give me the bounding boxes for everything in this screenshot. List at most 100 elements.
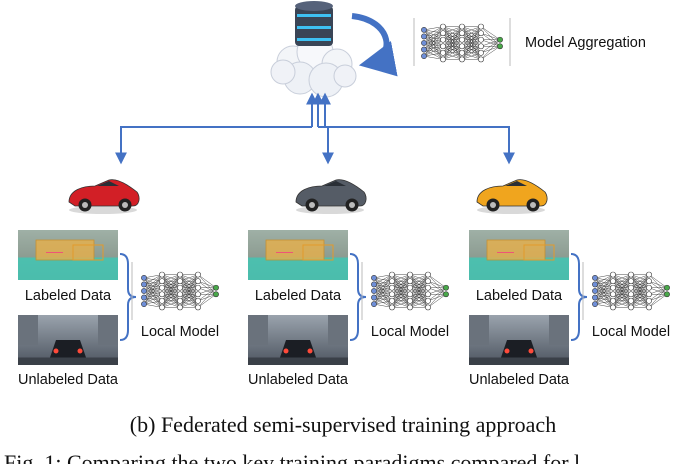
network-node: [440, 56, 446, 63]
network-node: [407, 278, 413, 285]
network-node: [646, 278, 652, 285]
bounding-box: [486, 239, 546, 261]
network-node: [213, 284, 219, 291]
building: [328, 315, 348, 345]
bounding-box: [265, 239, 325, 261]
local-model-label: Local Model: [371, 324, 449, 340]
building: [98, 315, 118, 345]
network-node: [371, 274, 377, 281]
network-node: [159, 278, 165, 285]
road-segmentation: [469, 257, 569, 280]
network-node: [440, 36, 446, 43]
car-rear: [50, 340, 86, 358]
network-node: [389, 284, 395, 291]
wet-road: [469, 357, 569, 365]
unlabeled-data-label: Unlabeled Data: [469, 372, 570, 388]
network-node: [141, 281, 147, 288]
network-node: [177, 278, 183, 285]
network-node: [440, 23, 446, 30]
car-rear: [280, 340, 316, 358]
local-model-label: Local Model: [592, 324, 670, 340]
car-hub: [490, 202, 496, 208]
network-node: [459, 49, 465, 56]
network-node: [610, 304, 616, 311]
network-node: [141, 294, 147, 301]
bounding-box: [35, 239, 95, 261]
network-node: [421, 53, 427, 60]
network-node: [592, 281, 598, 288]
network-node: [213, 291, 219, 298]
tail-light: [53, 348, 59, 354]
network-node: [177, 297, 183, 304]
network-node: [478, 56, 484, 63]
network-node: [664, 284, 670, 291]
car-hub: [530, 202, 536, 208]
car-hub: [122, 202, 128, 208]
bounding-box: [523, 244, 555, 261]
network-node: [159, 304, 165, 311]
network-node: [141, 274, 147, 281]
aggregation-loop-arrow: [351, 13, 398, 77]
car-windshield: [97, 181, 119, 186]
tail-light: [307, 348, 313, 354]
network-node: [443, 284, 449, 291]
network-node: [195, 304, 201, 311]
network-node: [646, 291, 652, 298]
network-node: [459, 56, 465, 63]
network-node: [478, 49, 484, 56]
local-model-network: [141, 271, 219, 311]
tail-light: [528, 348, 534, 354]
network-node: [459, 43, 465, 50]
network-node: [195, 291, 201, 298]
building: [549, 315, 569, 345]
car-icon: [295, 179, 367, 214]
network-node: [407, 297, 413, 304]
unlabeled-data-image: [248, 315, 348, 365]
network-node: [628, 278, 634, 285]
bounding-box: [302, 244, 334, 261]
communication-links: [115, 92, 515, 165]
car-hub: [309, 202, 315, 208]
network-node: [459, 36, 465, 43]
network-node: [628, 271, 634, 278]
network-node: [628, 284, 634, 291]
wet-road: [18, 357, 118, 365]
network-node: [421, 40, 427, 46]
network-node: [425, 271, 431, 278]
network-node: [177, 291, 183, 298]
labeled-data-image: [248, 230, 348, 280]
network-node: [459, 23, 465, 30]
tail-light: [504, 348, 510, 354]
network-node: [478, 36, 484, 43]
network-node: [425, 304, 431, 311]
model-aggregation-label: Model Aggregation: [525, 35, 646, 51]
local-model-label: Local Model: [141, 324, 219, 340]
network-node: [592, 301, 598, 308]
labeled-data-label: Labeled Data: [25, 288, 112, 304]
data-brace: [349, 253, 367, 341]
network-node: [497, 43, 503, 50]
network-node: [371, 294, 377, 301]
network-node: [407, 304, 413, 311]
building: [248, 315, 268, 345]
network-node: [195, 284, 201, 291]
road-segmentation: [18, 257, 118, 280]
local-model-network: [592, 271, 670, 311]
data-brace: [570, 253, 588, 341]
network-node: [195, 297, 201, 304]
wet-road: [248, 357, 348, 365]
network-node: [159, 284, 165, 291]
network-node: [389, 278, 395, 285]
network-node: [628, 291, 634, 298]
network-node: [421, 46, 427, 53]
network-node: [389, 271, 395, 278]
unlabeled-data-label: Unlabeled Data: [18, 372, 119, 388]
network-node: [425, 291, 431, 298]
figure-caption: (b) Federated semi-supervised training a…: [130, 412, 556, 437]
car-rear: [501, 340, 537, 358]
unlabeled-data-image: [18, 315, 118, 365]
network-node: [195, 271, 201, 278]
